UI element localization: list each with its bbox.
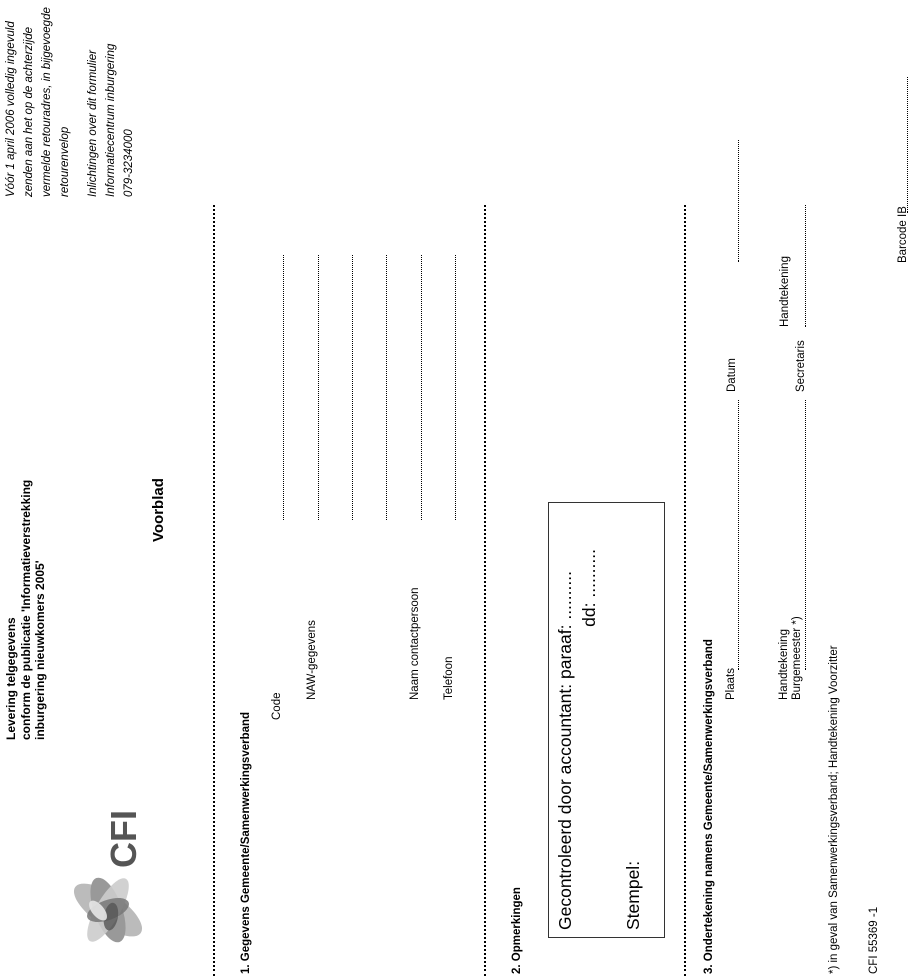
contact-label: Naam contactpersoon <box>409 587 421 700</box>
place-field[interactable] <box>738 400 739 670</box>
section-divider <box>213 205 215 976</box>
barcode-field[interactable] <box>907 77 908 213</box>
form-header: Levering telgegevens conform de publicat… <box>4 480 48 740</box>
instructions: Vóór 1 april 2006 volledig ingevuld zend… <box>2 7 138 197</box>
header-line: inburgering nieuwkomers 2005' <box>33 560 47 740</box>
naw-label: NAW-gegevens <box>306 620 318 700</box>
info-line: Informatiecentrum inburgering <box>105 43 117 197</box>
section3-heading: 3. Ondertekening namens Gemeente/Samenwe… <box>703 639 715 974</box>
date-label: Datum <box>726 358 738 392</box>
secretary-signature-field[interactable] <box>805 205 806 327</box>
section2-heading: 2. Opmerkingen <box>511 887 523 974</box>
instruction-line: vermelde retouradres, in bijgevoegde <box>41 7 53 197</box>
mayor-signature-field[interactable] <box>805 400 806 670</box>
instruction-line: Vóór 1 april 2006 volledig ingevuld <box>5 21 17 197</box>
secretary-signature-label-line1: Handtekening <box>779 256 791 327</box>
logo-text: CFI <box>103 810 144 868</box>
contact-field[interactable] <box>421 255 422 520</box>
section-divider <box>484 205 486 976</box>
instruction-line: retourenvelop <box>59 126 71 197</box>
phone-field[interactable] <box>455 255 456 520</box>
mayor-signature-label-line1: Handtekening <box>778 629 790 700</box>
accountant-paraaf: Gecontroleerd door accountant: paraaf: .… <box>555 571 575 930</box>
naw-field-line1[interactable] <box>318 255 319 520</box>
section1-heading: 1. Gegevens Gemeente/Samenwerkingsverban… <box>240 711 252 974</box>
barcode-label: Barcode IB <box>897 206 909 263</box>
code-label: Code <box>271 692 283 721</box>
mayor-signature-label: Handtekening Burgemeester *) <box>778 616 804 700</box>
form-code: CFI 55369 -1 <box>868 906 880 974</box>
header-line: Levering telgegevens <box>4 617 18 740</box>
cfi-logo-icon: CFI <box>73 810 144 943</box>
accountant-date: dd: .......... <box>579 549 599 627</box>
naw-field-line2[interactable] <box>352 255 353 520</box>
section-divider <box>684 205 686 976</box>
place-label: Plaats <box>725 668 737 700</box>
info-line: Inlichtingen over dit formulier <box>87 49 99 197</box>
date-field[interactable] <box>738 140 739 262</box>
instruction-line: zenden aan het op de achterzijde <box>23 26 35 197</box>
header-line: conform de publicatie 'Informatieverstre… <box>18 479 33 740</box>
naw-field-line3[interactable] <box>386 255 387 520</box>
secretary-signature-label-line2: Secretaris <box>795 340 807 392</box>
accountant-check-box: Gecontroleerd door accountant: paraaf: .… <box>548 502 665 938</box>
code-field[interactable] <box>283 255 284 520</box>
stamp-label: Stempel: <box>623 860 643 930</box>
footnote: *) in geval van Samenwerkingsverband; Ha… <box>828 645 840 974</box>
info-phone: 079-3234000 <box>123 129 135 197</box>
mayor-signature-label-line2: Burgemeester *) <box>791 616 803 700</box>
phone-label: Telefoon <box>443 656 455 700</box>
page-title: Voorblad <box>150 478 167 542</box>
